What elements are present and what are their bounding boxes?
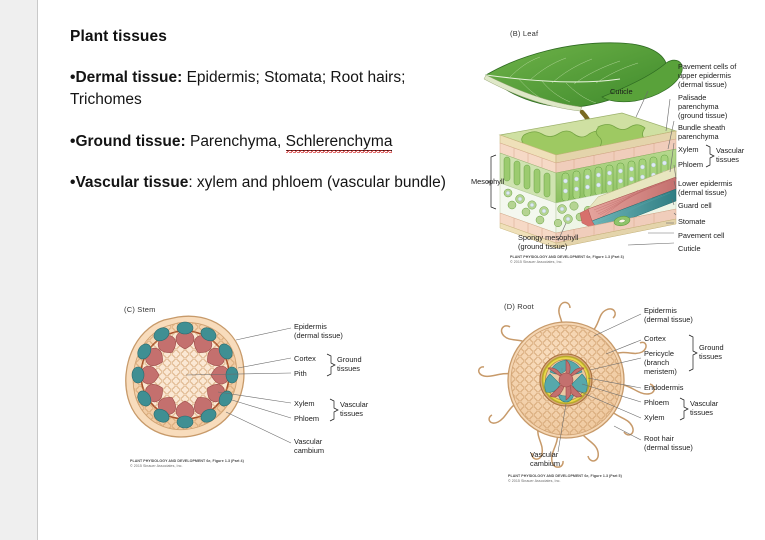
label-epidermis: Epidermis (dermal tissue) <box>644 306 693 325</box>
label-stomate: Stomate <box>678 217 706 226</box>
stem-leader-lines <box>185 327 292 444</box>
figure-leaf-credit: PLANT PHYSIOLOGY AND DEVELOPMENT 6e, Fig… <box>510 255 624 266</box>
credit-line-2: © 2015 Sinauer Associates, Inc. <box>508 479 561 484</box>
bullet-vascular-tissue: •Vascular tissue: xylem and phloem (vasc… <box>70 172 452 194</box>
leaf-vascular-bundle <box>579 166 677 232</box>
root-leader-lines <box>557 313 642 453</box>
label-ground-tissues: Ground tissues <box>337 355 362 374</box>
bullet-lead-label: Vascular tissue <box>75 174 189 191</box>
figure-stem-illustration <box>125 315 292 444</box>
leaf-leader-lines <box>557 90 677 246</box>
credit-line-2: © 2015 Sinauer Associates, Inc. <box>510 260 563 265</box>
slide-surface: Plant tissues •Dermal tissue: Epidermis;… <box>38 0 765 540</box>
bullet-ground-tissue: •Ground tissue: Parenchyma, Schlerenchym… <box>70 131 452 153</box>
figure-root-tag: (D) Root <box>504 302 534 311</box>
root-xylem-star <box>547 359 585 401</box>
label-vascular-cambium: Vascular cambium <box>530 450 560 469</box>
label-spongy-mesophyll: Spongy mesophyll (ground tissue) <box>518 233 579 252</box>
leaf-blade-icon <box>483 42 683 112</box>
label-xylem: Xylem <box>294 399 315 408</box>
label-xylem: Xylem <box>678 145 699 154</box>
label-vascular-tissues: Vascular tissues <box>716 146 745 165</box>
label-cortex: Cortex <box>644 334 666 343</box>
figure-stem-tag: (C) Stem <box>124 305 156 314</box>
misspelled-word: Schlerenchyma <box>285 132 393 151</box>
credit-line-1: PLANT PHYSIOLOGY AND DEVELOPMENT 6e, Fig… <box>130 459 244 463</box>
guard-cell-icon <box>613 215 631 227</box>
bullet-marker: • <box>70 68 76 86</box>
label-cuticle-bottom: Cuticle <box>678 244 701 253</box>
label-guard-cell: Guard cell <box>678 201 712 210</box>
label-palisade-parenchyma: Palisade parenchyma (ground tissue) <box>678 93 728 121</box>
figure-stem: (C) Stem <box>86 300 396 485</box>
stem-vascular-bracket <box>329 398 339 422</box>
bullet-body-text: Parenchyma, <box>185 132 286 150</box>
figure-leaf-tag: (B) Leaf <box>510 29 539 38</box>
bullet-marker: • <box>70 132 76 150</box>
figure-leaf: (B) Leaf <box>470 27 765 264</box>
label-ground-tissues: Ground tissues <box>699 343 724 362</box>
root-ground-bracket <box>688 334 698 372</box>
stem-vascular-bundles <box>131 321 239 429</box>
label-vascular-tissues: Vascular tissues <box>340 400 369 419</box>
credit-line-1: PLANT PHYSIOLOGY AND DEVELOPMENT 6e, Fig… <box>510 255 624 259</box>
label-vascular-cambium: Vascular cambium <box>294 437 324 456</box>
label-pith: Pith <box>294 369 307 378</box>
label-cuticle-top: Cuticle <box>610 87 633 96</box>
left-gutter <box>0 0 38 540</box>
credit-line-2: © 2015 Sinauer Associates, Inc. <box>130 464 183 469</box>
stem-ground-bracket <box>326 353 336 377</box>
label-pericycle: Pericycle (branch meristem) <box>644 349 677 377</box>
label-epidermis: Epidermis (dermal tissue) <box>294 322 343 341</box>
label-phloem: Phloem <box>678 160 704 169</box>
bullet-body-text: Epidermis; Stomata; Root hairs; Trichome… <box>70 68 406 109</box>
label-vascular-tissues: Vascular tissues <box>690 399 719 418</box>
bullet-body-text: : xylem and phloem (vascular bundle) <box>188 174 446 191</box>
label-phloem: Phloem <box>294 414 320 423</box>
bullet-marker: • <box>70 174 76 191</box>
leaf-cross-section-block <box>498 112 678 249</box>
text-content: Plant tissues •Dermal tissue: Epidermis;… <box>70 28 452 213</box>
credit-line-1: PLANT PHYSIOLOGY AND DEVELOPMENT 6e, Fig… <box>508 474 622 478</box>
leaf-vascular-bracket <box>705 144 715 168</box>
bullet-lead-label: Dermal tissue: <box>75 68 183 86</box>
figure-root-credit: PLANT PHYSIOLOGY AND DEVELOPMENT 6e, Fig… <box>508 474 622 485</box>
figure-leaf-illustration <box>483 42 683 249</box>
page-title: Plant tissues <box>70 28 167 45</box>
bullet-dermal-tissue: •Dermal tissue: Epidermis; Stomata; Root… <box>70 67 452 112</box>
figure-root-illustration <box>478 301 655 468</box>
root-stele <box>539 353 593 407</box>
stem-cross-section <box>125 315 245 438</box>
label-endodermis: Endodermis <box>644 383 684 392</box>
root-vascular-bracket <box>679 397 689 421</box>
figure-stem-credit: PLANT PHYSIOLOGY AND DEVELOPMENT 6e, Fig… <box>130 459 244 470</box>
label-mesophyll: Mesophyll <box>471 177 505 186</box>
label-bundle-sheath-parenchyma: Bundle sheath parenchyma <box>678 123 726 142</box>
label-pavement-cell: Pavement cell <box>678 231 725 240</box>
mesophyll-bracket <box>487 154 497 210</box>
label-root-hair: Root hair (dermal tissue) <box>644 434 693 453</box>
figure-root: (D) Root <box>466 298 765 488</box>
label-xylem: Xylem <box>644 413 665 422</box>
label-cortex: Cortex <box>294 354 316 363</box>
label-pavement-cells-upper-epidermis: Pavement cells of upper epidermis (derma… <box>678 62 737 90</box>
label-lower-epidermis: Lower epidermis (dermal tissue) <box>678 179 733 198</box>
label-phloem: Phloem <box>644 398 670 407</box>
bullet-lead-label: Ground tissue: <box>75 132 186 150</box>
